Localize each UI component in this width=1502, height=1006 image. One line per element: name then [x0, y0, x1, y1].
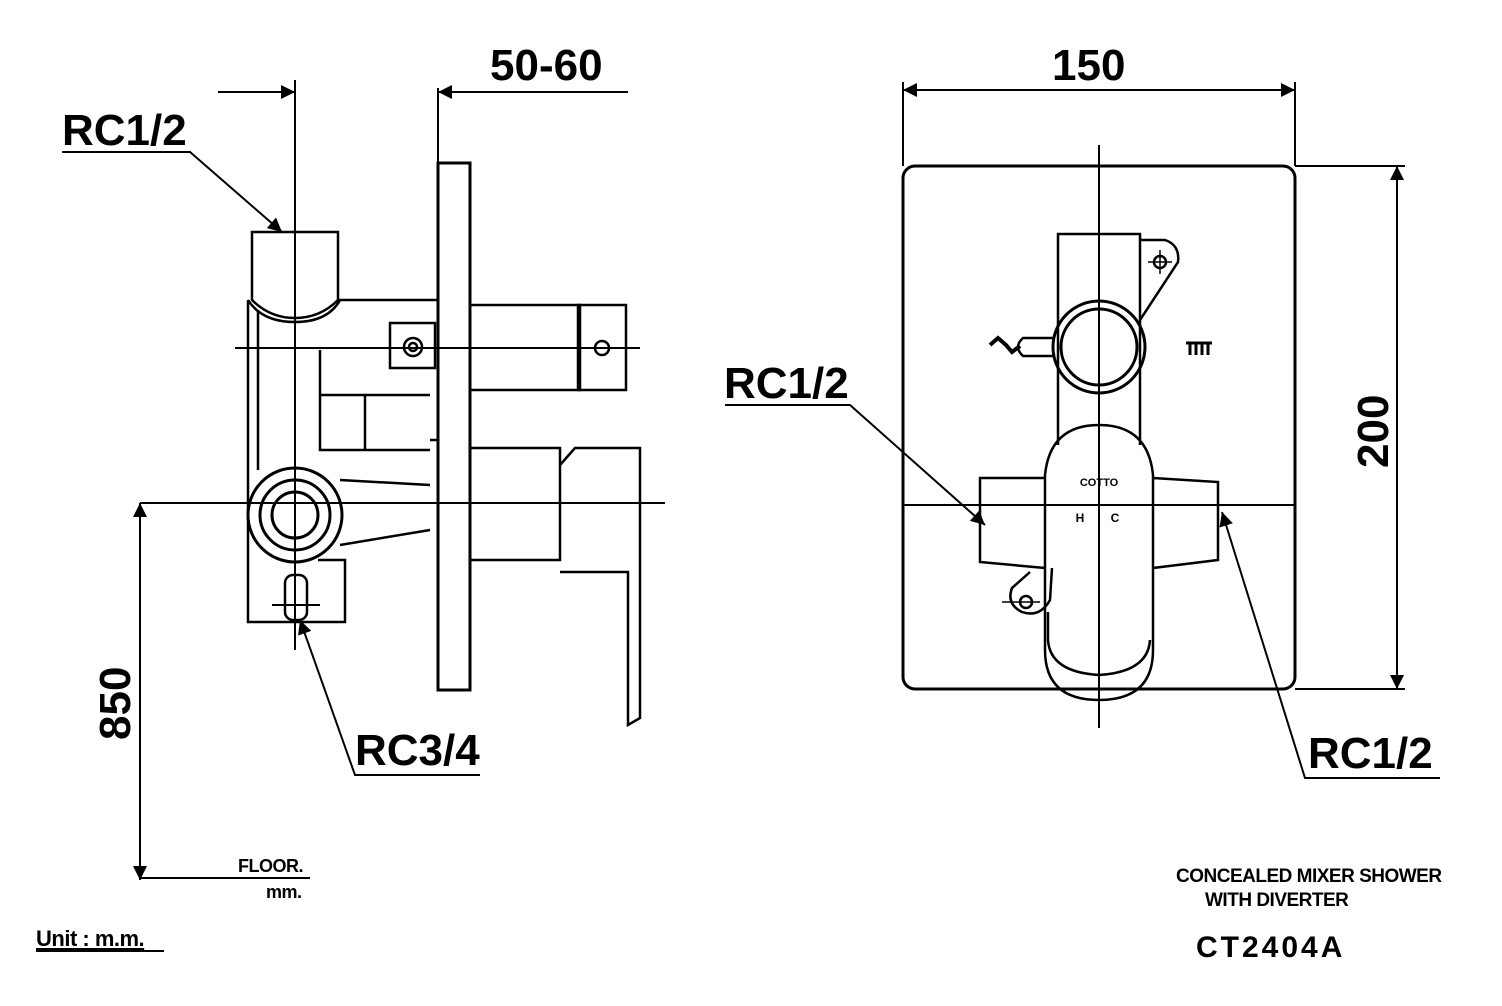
bottom-outlet-label: RC3/4: [355, 726, 480, 775]
handle-brand-text: COTTO: [1080, 477, 1119, 489]
diverter-stem: [468, 303, 582, 392]
cold-mark: C: [1111, 511, 1120, 525]
right-inlet-leader: [1219, 511, 1440, 779]
depth-dim-label: 50-60: [490, 41, 603, 90]
product-title-line1: CONCEALED MIXER SHOWER: [1176, 866, 1442, 887]
mixer-handle-body: [1043, 423, 1155, 702]
diverter-lug: [1138, 238, 1180, 321]
bottom-plug: [283, 573, 309, 622]
diverter-lever: [1016, 336, 1053, 358]
outlet-ring-mid: [258, 478, 332, 552]
mixer-handle: [430, 438, 642, 728]
front-height-dim-label: 200: [1349, 395, 1398, 468]
valve-body-inner: [256, 310, 430, 470]
bathtub-icon: [1186, 341, 1212, 355]
floor-unit: mm.: [266, 882, 302, 902]
model-code: CT2404A: [1196, 931, 1345, 964]
top-inlet-pipe: [250, 230, 340, 320]
diverter-screw: [402, 336, 424, 358]
diverter-box: [388, 321, 437, 370]
width-dim-label: 150: [1052, 41, 1125, 90]
hot-mark: H: [1076, 511, 1085, 525]
side-view: [140, 80, 665, 728]
left-inlet-label: RC1/2: [724, 359, 849, 408]
wall-plate: [436, 161, 472, 692]
shower-icon: [988, 335, 1022, 355]
right-inlet-label: RC1/2: [1308, 729, 1433, 778]
diverter-knob-screw: [593, 339, 611, 357]
diverter-knob: [576, 303, 628, 392]
lower-lug: [1009, 567, 1054, 615]
front-dimensions: [725, 82, 1440, 779]
top-inlet-leader: [62, 151, 283, 233]
outlet-ring-outer: [246, 466, 344, 564]
left-inlet-leader: [725, 404, 986, 526]
front-view: [901, 145, 1297, 728]
mixer-handle-base: [1046, 612, 1152, 677]
height-dim-label: 850: [91, 667, 140, 740]
top-inlet-label: RC1/2: [62, 106, 187, 155]
product-title-line2: WITH DIVERTER: [1205, 890, 1349, 911]
bottom-outlet-leader: [298, 619, 480, 776]
diverter-housing: [1056, 232, 1142, 445]
floor-label: FLOOR.: [238, 856, 303, 876]
unit-note: Unit : m.m.: [36, 926, 144, 951]
side-dimensions: [62, 85, 628, 880]
diverter-knob-inner: [1059, 307, 1139, 387]
diverter-knob-outer: [1051, 299, 1147, 395]
outlet-ring-inner: [270, 490, 320, 540]
diverter-screw-inner: [407, 341, 419, 353]
valve-body-arm: [339, 478, 431, 547]
